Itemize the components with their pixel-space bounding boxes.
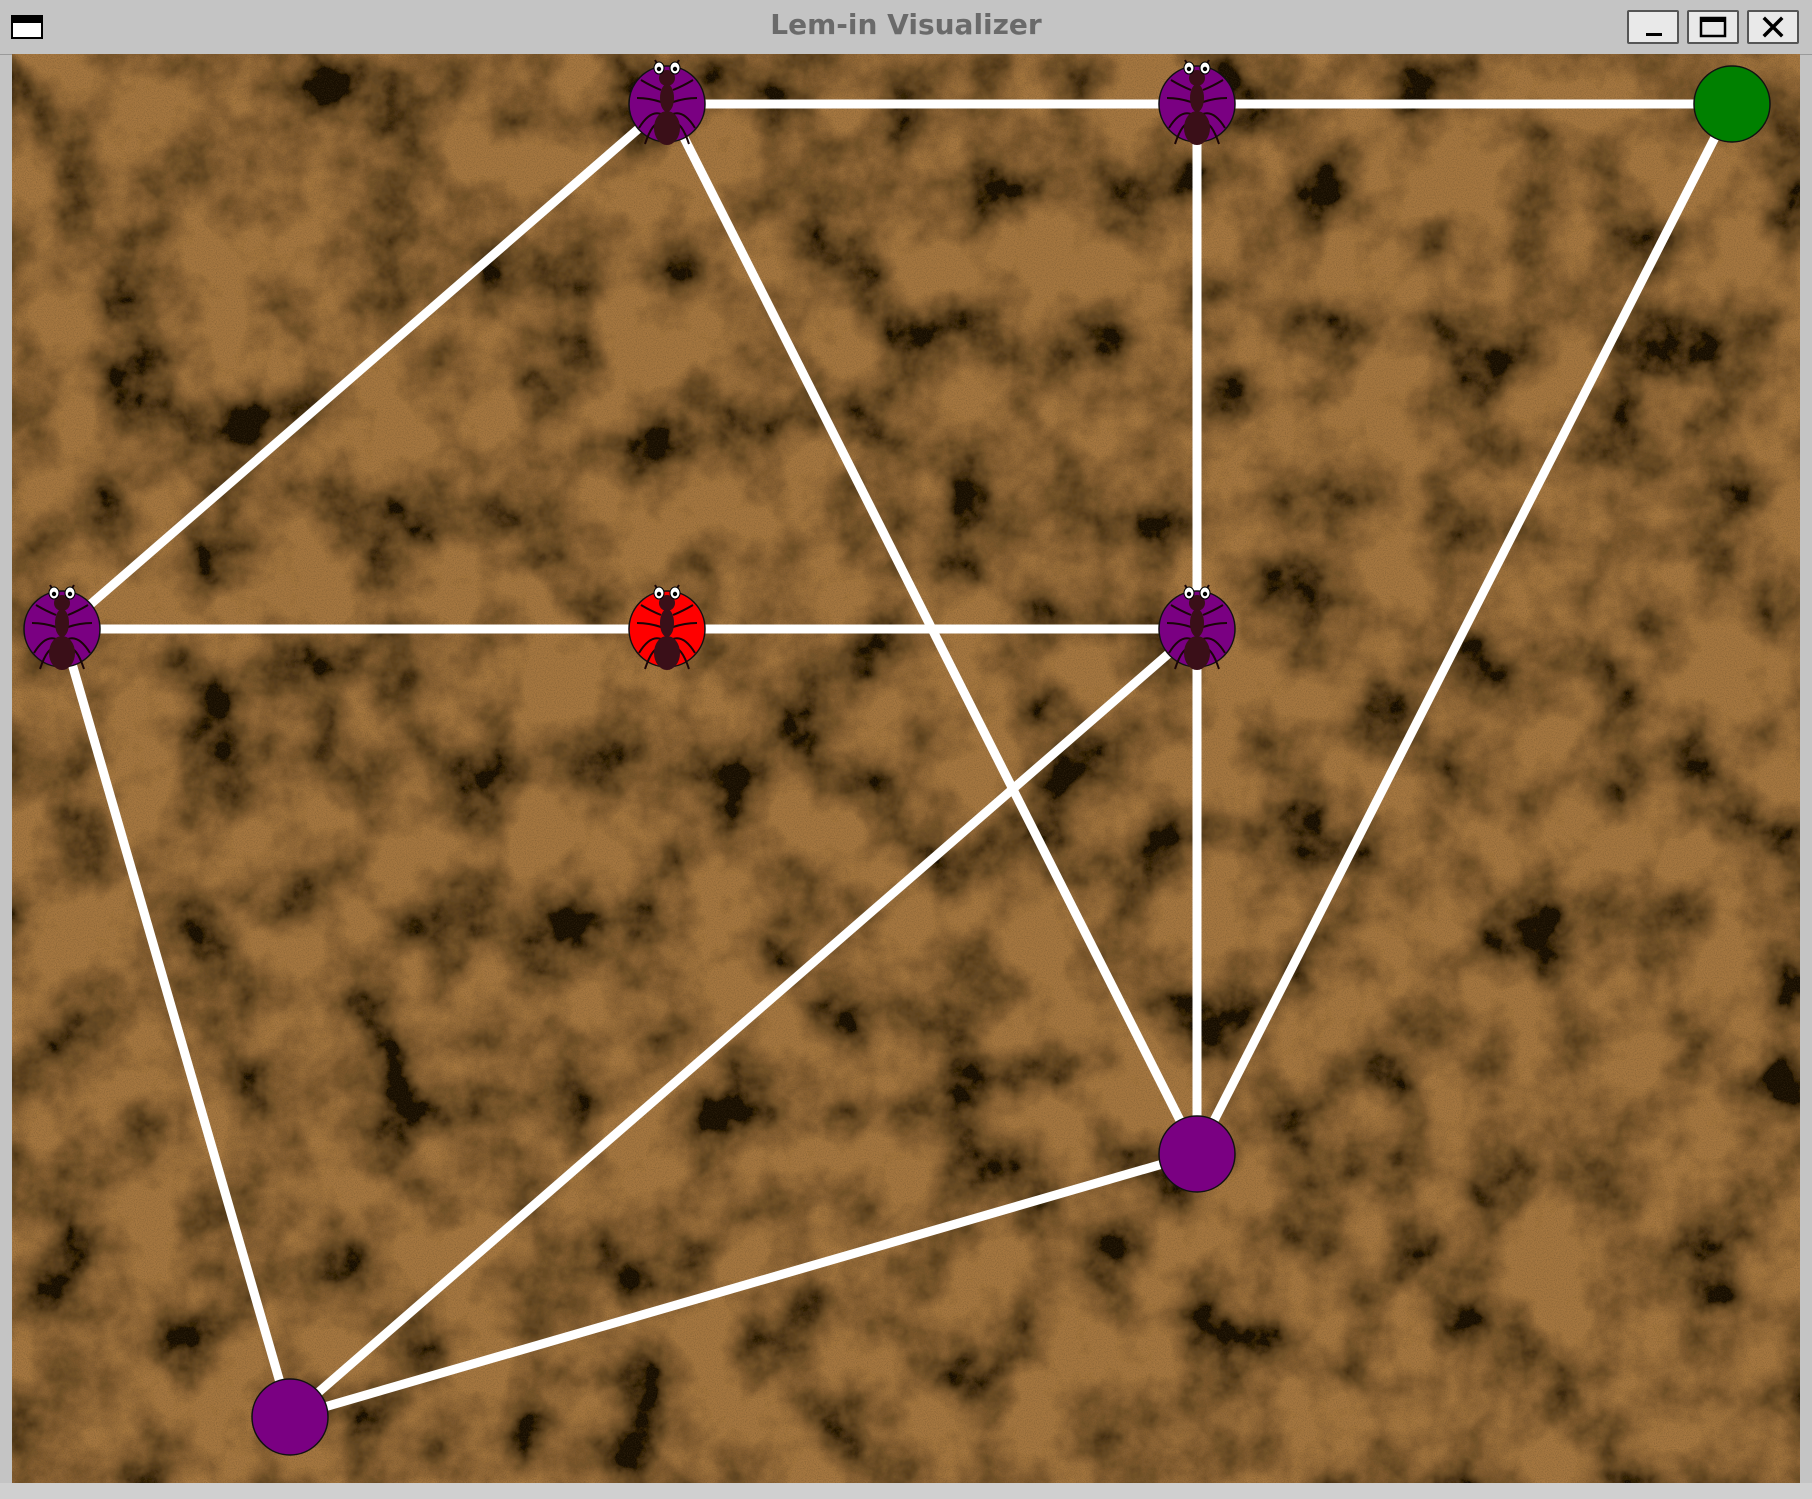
minimize-button[interactable] bbox=[1627, 10, 1679, 44]
room-r4[interactable] bbox=[23, 584, 101, 670]
link-r8-r6 bbox=[287, 625, 1200, 1421]
link-end-r7 bbox=[1192, 101, 1737, 1157]
links-layer bbox=[57, 99, 1737, 1422]
ant-icon bbox=[31, 584, 93, 670]
maximize-button[interactable] bbox=[1687, 10, 1739, 44]
dirt-grain bbox=[12, 54, 1800, 1483]
ant-icon bbox=[636, 59, 698, 145]
window-title: Lem-in Visualizer bbox=[770, 8, 1042, 41]
room-circle bbox=[1693, 65, 1771, 143]
window-menu-icon[interactable] bbox=[11, 15, 43, 39]
link-r1-r4 bbox=[59, 100, 670, 633]
room-circle bbox=[1158, 1115, 1236, 1193]
room-r1[interactable] bbox=[628, 59, 706, 145]
ant-icon bbox=[1166, 584, 1228, 670]
rooms-layer bbox=[23, 59, 1771, 1456]
visualizer-canvas[interactable] bbox=[12, 54, 1800, 1483]
ant-icon bbox=[636, 584, 698, 670]
title-bar[interactable]: Lem-in Visualizer bbox=[0, 0, 1812, 55]
room-r8[interactable] bbox=[251, 1378, 329, 1456]
maximize-icon bbox=[1699, 16, 1727, 38]
room-end[interactable] bbox=[1693, 65, 1771, 143]
room-r2[interactable] bbox=[1158, 59, 1236, 145]
graph-scene bbox=[12, 54, 1800, 1483]
ant-icon bbox=[1166, 59, 1228, 145]
link-r8-r7 bbox=[288, 1149, 1199, 1422]
room-r7[interactable] bbox=[1158, 1115, 1236, 1193]
room-r6[interactable] bbox=[1158, 584, 1236, 670]
close-icon bbox=[1762, 16, 1784, 38]
close-button[interactable] bbox=[1747, 10, 1799, 44]
room-start[interactable] bbox=[628, 584, 706, 670]
link-r4-r8 bbox=[57, 627, 295, 1419]
minimize-icon bbox=[1646, 33, 1662, 36]
room-circle bbox=[251, 1378, 329, 1456]
window-bottom-border bbox=[0, 1483, 1812, 1499]
